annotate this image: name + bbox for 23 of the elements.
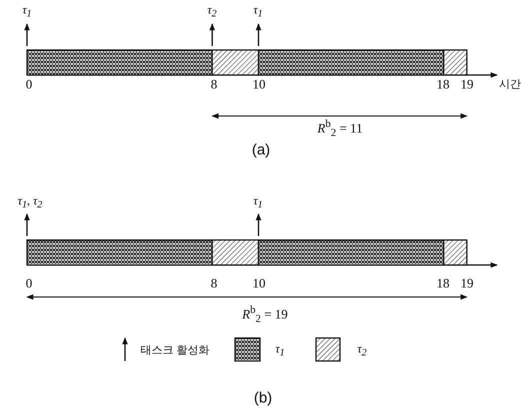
task-label: τ$_{1}$ — [22, 2, 32, 22]
tick-label: 10 — [252, 76, 266, 92]
axis-label: 시간 — [499, 76, 521, 92]
tick-label: 0 — [26, 276, 32, 290]
tick-label: 0 — [26, 76, 32, 92]
legend-label: τ$_{1}$ — [275, 341, 285, 361]
legend-label: 태스크 활성화 — [140, 342, 210, 358]
response-time-label: R$^{b}$$_{2}$ = 11 — [317, 117, 363, 141]
tick-label: 10 — [252, 276, 266, 290]
task-label: τ$_{1}$, τ$_{2}$ — [18, 193, 42, 213]
tick-label: 8 — [210, 276, 218, 290]
legend-label: τ$_{2}$ — [357, 341, 367, 361]
task-label: τ$_{1}$ — [253, 2, 263, 22]
tick-label: 18 — [436, 276, 450, 290]
response-time-label: R$^{b}$$_{2}$ = 19 — [242, 303, 288, 327]
tick-label: 18 — [436, 76, 450, 92]
tick-label: 19 — [460, 276, 474, 290]
panel-label: (b) — [254, 390, 272, 406]
panel-label: (a) — [252, 142, 270, 158]
task-label: τ$_{2}$ — [207, 2, 217, 22]
tick-label: 8 — [210, 76, 218, 92]
tick-label: 19 — [460, 76, 474, 92]
task-label: τ$_{1}$ — [253, 193, 263, 213]
